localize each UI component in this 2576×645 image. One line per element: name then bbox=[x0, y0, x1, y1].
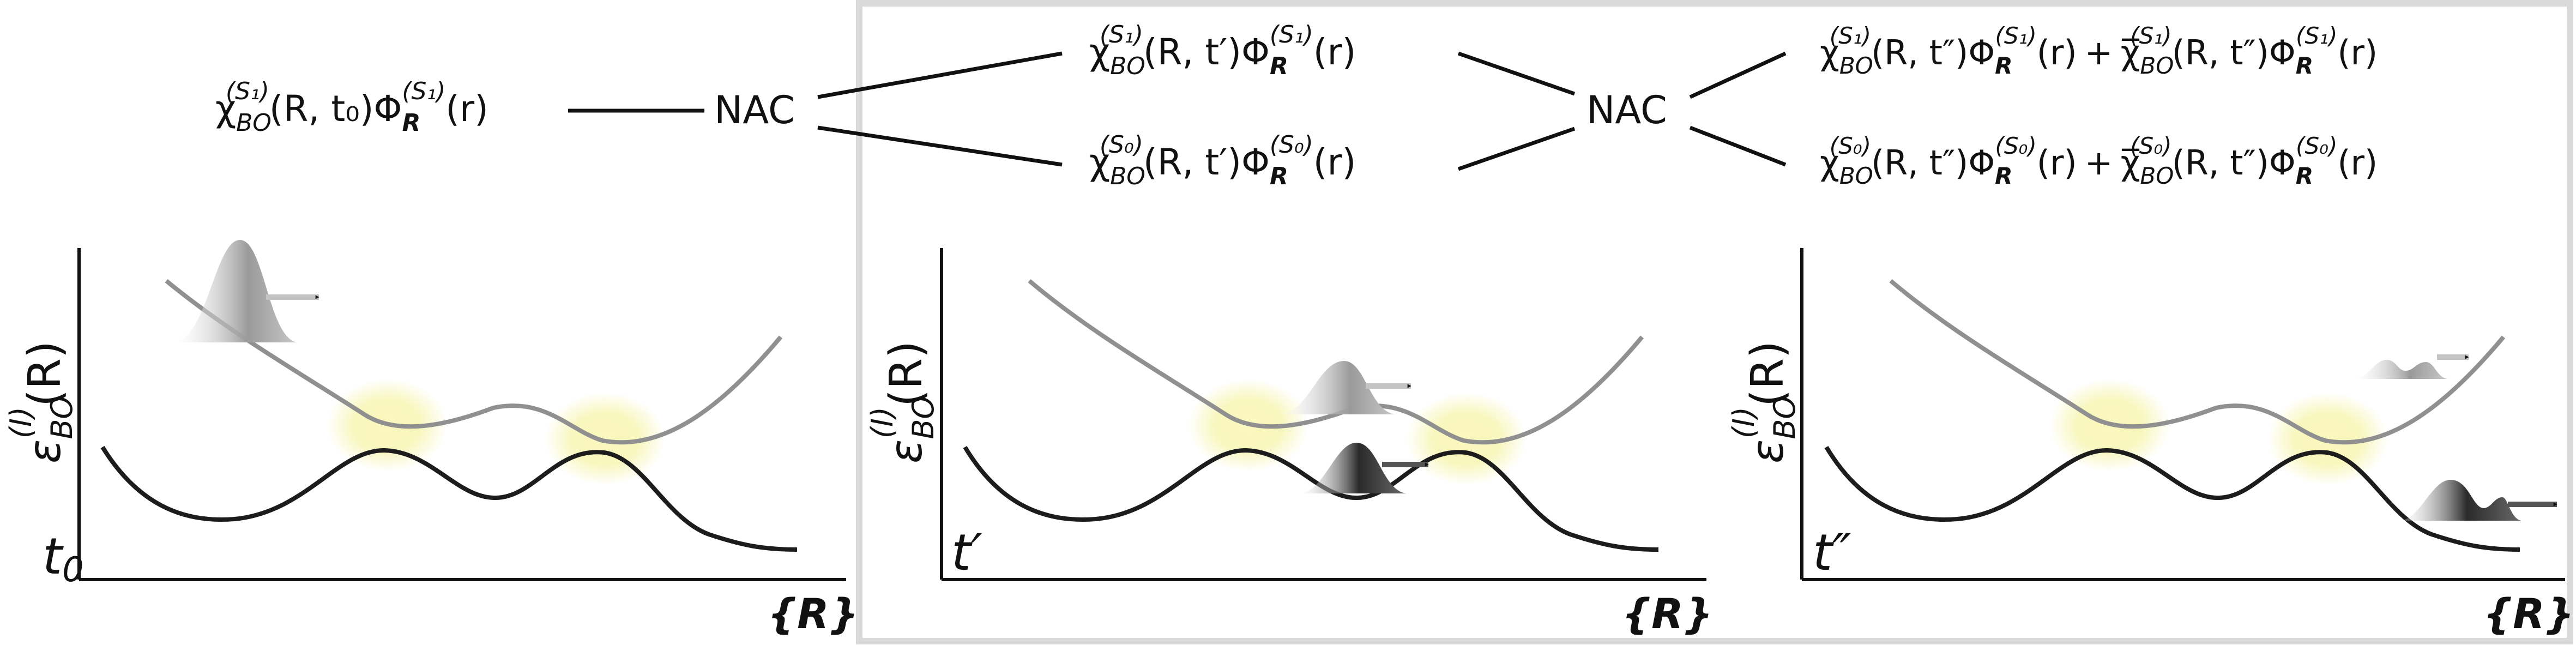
final-upper-expression: χBO(S₁)(R, t″)ΦR(S₁)(r)+χ̅BO(S₁)(R, t″)Φ… bbox=[1820, 22, 2378, 79]
y-axis-label-2: εBO(I)(R) bbox=[865, 341, 940, 463]
wavepacket-upper bbox=[174, 240, 297, 342]
panel-t-double-prime-axes bbox=[1800, 248, 2566, 582]
upper-potential-curve bbox=[1028, 279, 1644, 445]
panel-t-prime-axes bbox=[939, 248, 1707, 582]
y-axis-label-3: εBO(I)(R) bbox=[1727, 341, 1802, 463]
time-label-t-prime: t′ bbox=[951, 523, 982, 582]
final-lower-expression: χBO(S₀)(R, t″)ΦR(S₀)(r)+χ̅BO(S₀)(R, t″)Φ… bbox=[1820, 132, 2378, 189]
x-axis-labels: {R} {R} {R} bbox=[768, 589, 2574, 638]
arrow-nac1-to-upper bbox=[817, 51, 1063, 99]
nac-label-1: NAC bbox=[714, 88, 795, 132]
flow-diagram: χBO(S₁)(R, t₀)ΦR(S₁)(r) NAC χBO(S₁)(R, t… bbox=[215, 21, 2378, 190]
time-label-t0: t0 bbox=[43, 527, 84, 589]
lower-potential-curve bbox=[963, 445, 1659, 552]
highlight-frame bbox=[856, 0, 2573, 644]
y-axis-labels: εBO(I)(R) εBO(I)(R) εBO(I)(R) bbox=[4, 341, 1802, 463]
wavepacket-lower bbox=[2400, 480, 2521, 521]
arrow-lower-to-nac2 bbox=[1457, 126, 1576, 171]
x-axis-label-2: {R} bbox=[1622, 589, 1713, 638]
arrow-upper-to-nac2 bbox=[1457, 51, 1576, 96]
wavepacket-lower bbox=[1300, 443, 1407, 493]
panel-t-prime: t′ bbox=[939, 248, 1707, 582]
panel-t0-axes bbox=[77, 248, 847, 582]
wavepacket-upper bbox=[2354, 360, 2448, 379]
arrow-nac2-to-upper bbox=[1689, 51, 1787, 99]
arrow-nac1-to-lower bbox=[817, 125, 1063, 167]
y-axis-label-1: εBO(I)(R) bbox=[4, 341, 79, 463]
lower-potential-curve bbox=[100, 445, 798, 552]
x-axis-label-3: {R} bbox=[2483, 589, 2574, 638]
upper-potential-curve bbox=[165, 279, 783, 445]
x-axis-label-1: {R} bbox=[768, 589, 859, 638]
mid-upper-expression: χBO(S₁)(R, t′)ΦR(S₁)(r) bbox=[1089, 21, 1356, 80]
time-label-t-double-prime: t″ bbox=[1813, 523, 1851, 582]
panel-t-double-prime: t″ bbox=[1800, 248, 2566, 582]
wavepacket-upper bbox=[1281, 361, 1396, 414]
panel-t0: t0 bbox=[43, 240, 847, 589]
arrow-nac2-to-lower bbox=[1689, 125, 1787, 167]
lower-potential-curve bbox=[1824, 445, 2520, 552]
initial-state-expression: χBO(S₁)(R, t₀)ΦR(S₁)(r) bbox=[215, 77, 488, 137]
nac-label-2: NAC bbox=[1586, 88, 1667, 132]
mid-lower-expression: χBO(S₀)(R, t′)ΦR(S₀)(r) bbox=[1089, 131, 1356, 190]
upper-potential-curve bbox=[1889, 279, 2506, 445]
